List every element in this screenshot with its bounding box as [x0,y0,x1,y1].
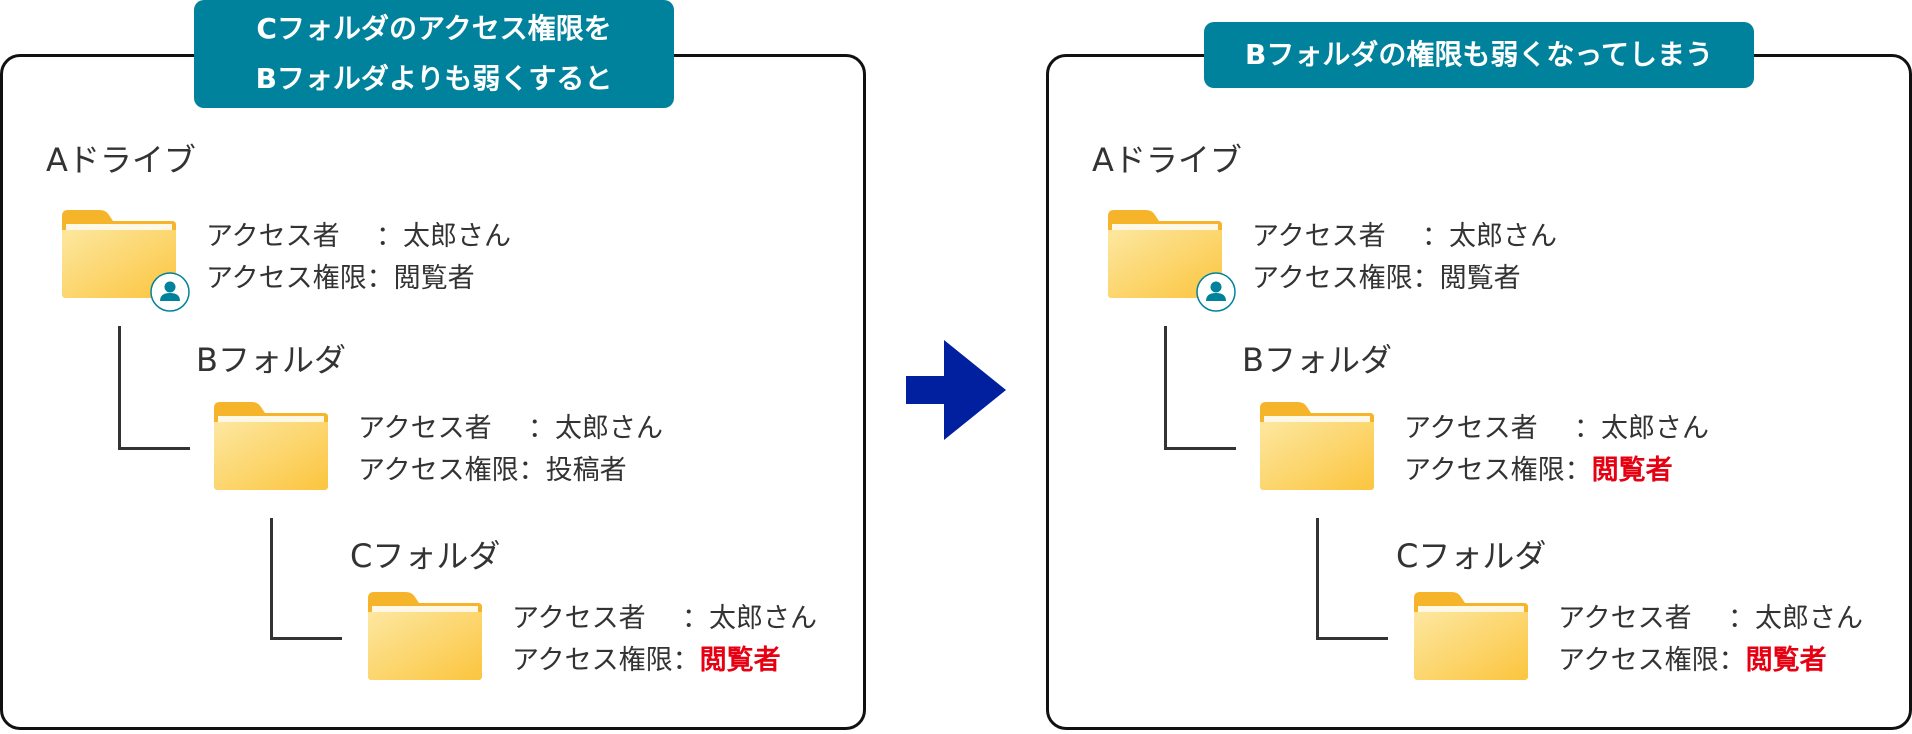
left-drive-label: Aドライブ [46,141,196,179]
left-b-label: Bフォルダ [196,341,346,379]
left-a-user-key: アクセス者 [206,221,340,252]
right-b-user-key: アクセス者 [1404,413,1538,444]
left-b-perm-key: アクセス権限 [358,455,519,486]
left-connector-bc-v [270,518,273,640]
left-a-info: アクセス者 ：太郎さん アクセス権限：閲覧者 [206,216,511,300]
right-connector-bc-v [1316,518,1319,640]
right-c-user-val: ：太郎さん [1728,603,1863,634]
right-c-folder-icon [1412,590,1530,682]
left-a-perm-key: アクセス権限 [206,263,367,294]
right-connector-ab-v [1164,326,1167,450]
right-a-info: アクセス者 ：太郎さん アクセス権限：閲覧者 [1252,216,1557,300]
left-b-folder-icon [212,400,330,492]
left-connector-bc-h [270,637,342,640]
left-c-info: アクセス者 ：太郎さん アクセス権限：閲覧者 [512,598,817,682]
right-c-perm-sep: ： [1718,645,1746,676]
right-c-perm-key: アクセス権限 [1558,645,1719,676]
right-badge: Bフォルダの権限も弱くなってしまう [1204,22,1754,88]
right-c-label: Cフォルダ [1396,537,1547,575]
left-c-perm-val: 閲覧者 [699,645,781,676]
left-badge-line2: Bフォルダよりも弱くすると [255,62,613,95]
right-c-user-key: アクセス者 [1558,603,1692,634]
left-b-perm-sep: ： [518,455,546,486]
left-c-user-key: アクセス者 [512,603,646,634]
right-c-info: アクセス者 ：太郎さん アクセス権限：閲覧者 [1558,598,1863,682]
left-c-user-val: ：太郎さん [682,603,817,634]
right-c-perm-val: 閲覧者 [1745,645,1827,676]
right-a-user-icon [1196,272,1236,312]
right-b-folder-icon [1258,400,1376,492]
left-b-perm-val: 投稿者 [545,455,627,486]
left-b-user-key: アクセス者 [358,413,492,444]
right-b-perm-sep: ： [1564,455,1592,486]
left-a-perm-val: ：閲覧者 [366,263,475,294]
left-connector-ab-v [118,326,121,450]
left-connector-ab-h [118,447,190,450]
right-b-info: アクセス者 ：太郎さん アクセス権限：閲覧者 [1404,408,1709,492]
right-a-user-key: アクセス者 [1252,221,1386,252]
right-a-user-val: ：太郎さん [1422,221,1557,252]
left-c-label: Cフォルダ [350,537,501,575]
left-b-user-val: ：太郎さん [528,413,663,444]
right-a-perm-key: アクセス権限 [1252,263,1413,294]
right-b-label: Bフォルダ [1242,341,1392,379]
right-connector-ab-h [1164,447,1236,450]
left-c-folder-icon [366,590,484,682]
right-a-perm-val: ：閲覧者 [1412,263,1521,294]
left-a-user-icon [150,272,190,312]
left-c-perm-sep: ： [672,645,700,676]
arrow-right-icon [906,340,1006,440]
right-b-user-val: ：太郎さん [1574,413,1709,444]
left-c-perm-key: アクセス権限 [512,645,673,676]
right-connector-bc-h [1316,637,1388,640]
left-badge: Cフォルダのアクセス権限を Bフォルダよりも弱くすると [194,0,674,108]
right-drive-label: Aドライブ [1092,141,1242,179]
right-b-perm-val: 閲覧者 [1591,455,1673,486]
left-b-info: アクセス者 ：太郎さん アクセス権限：投稿者 [358,408,663,492]
right-b-perm-key: アクセス権限 [1404,455,1565,486]
left-badge-line1: Cフォルダのアクセス権限を [256,12,612,45]
left-a-user-val: ：太郎さん [376,221,511,252]
